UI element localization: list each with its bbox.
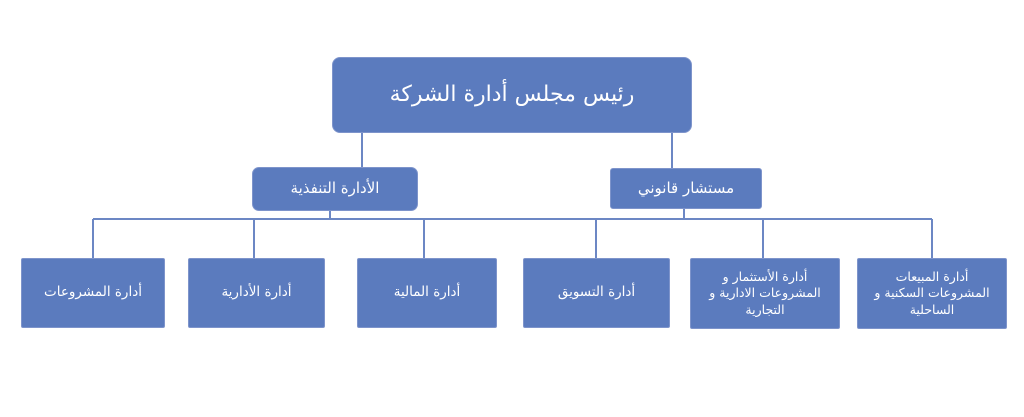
node-finance-dept-label: أدارة المالية <box>393 284 461 301</box>
node-executive-management-label: الأدارة التنفذية <box>290 179 380 198</box>
node-chairman-label: رئيس مجلس أدارة الشركة <box>389 81 635 107</box>
node-sales-dept-label: أدارة المبيعات المشروعات السكنية و الساح… <box>874 269 990 317</box>
node-legal-advisor-label: مستشار قانوني <box>637 178 735 197</box>
node-projects-dept: أدارة المشروعات <box>21 258 165 328</box>
node-chairman: رئيس مجلس أدارة الشركة <box>332 57 692 133</box>
node-administrative-dept: أدارة الأدارية <box>188 258 325 328</box>
node-executive-management: الأدارة التنفذية <box>252 167 418 211</box>
node-sales-dept: أدارة المبيعات المشروعات السكنية و الساح… <box>857 258 1007 329</box>
node-finance-dept: أدارة المالية <box>357 258 497 328</box>
node-investment-dept: أدارة الأستثمار و المشروعات الادارية و ا… <box>690 258 840 329</box>
node-investment-dept-label: أدارة الأستثمار و المشروعات الادارية و ا… <box>709 269 821 317</box>
node-legal-advisor: مستشار قانوني <box>610 168 762 209</box>
node-projects-dept-label: أدارة المشروعات <box>44 284 142 301</box>
node-administrative-dept-label: أدارة الأدارية <box>221 284 292 301</box>
node-marketing-dept: أدارة التسويق <box>523 258 670 328</box>
node-marketing-dept-label: أدارة التسويق <box>557 284 636 301</box>
